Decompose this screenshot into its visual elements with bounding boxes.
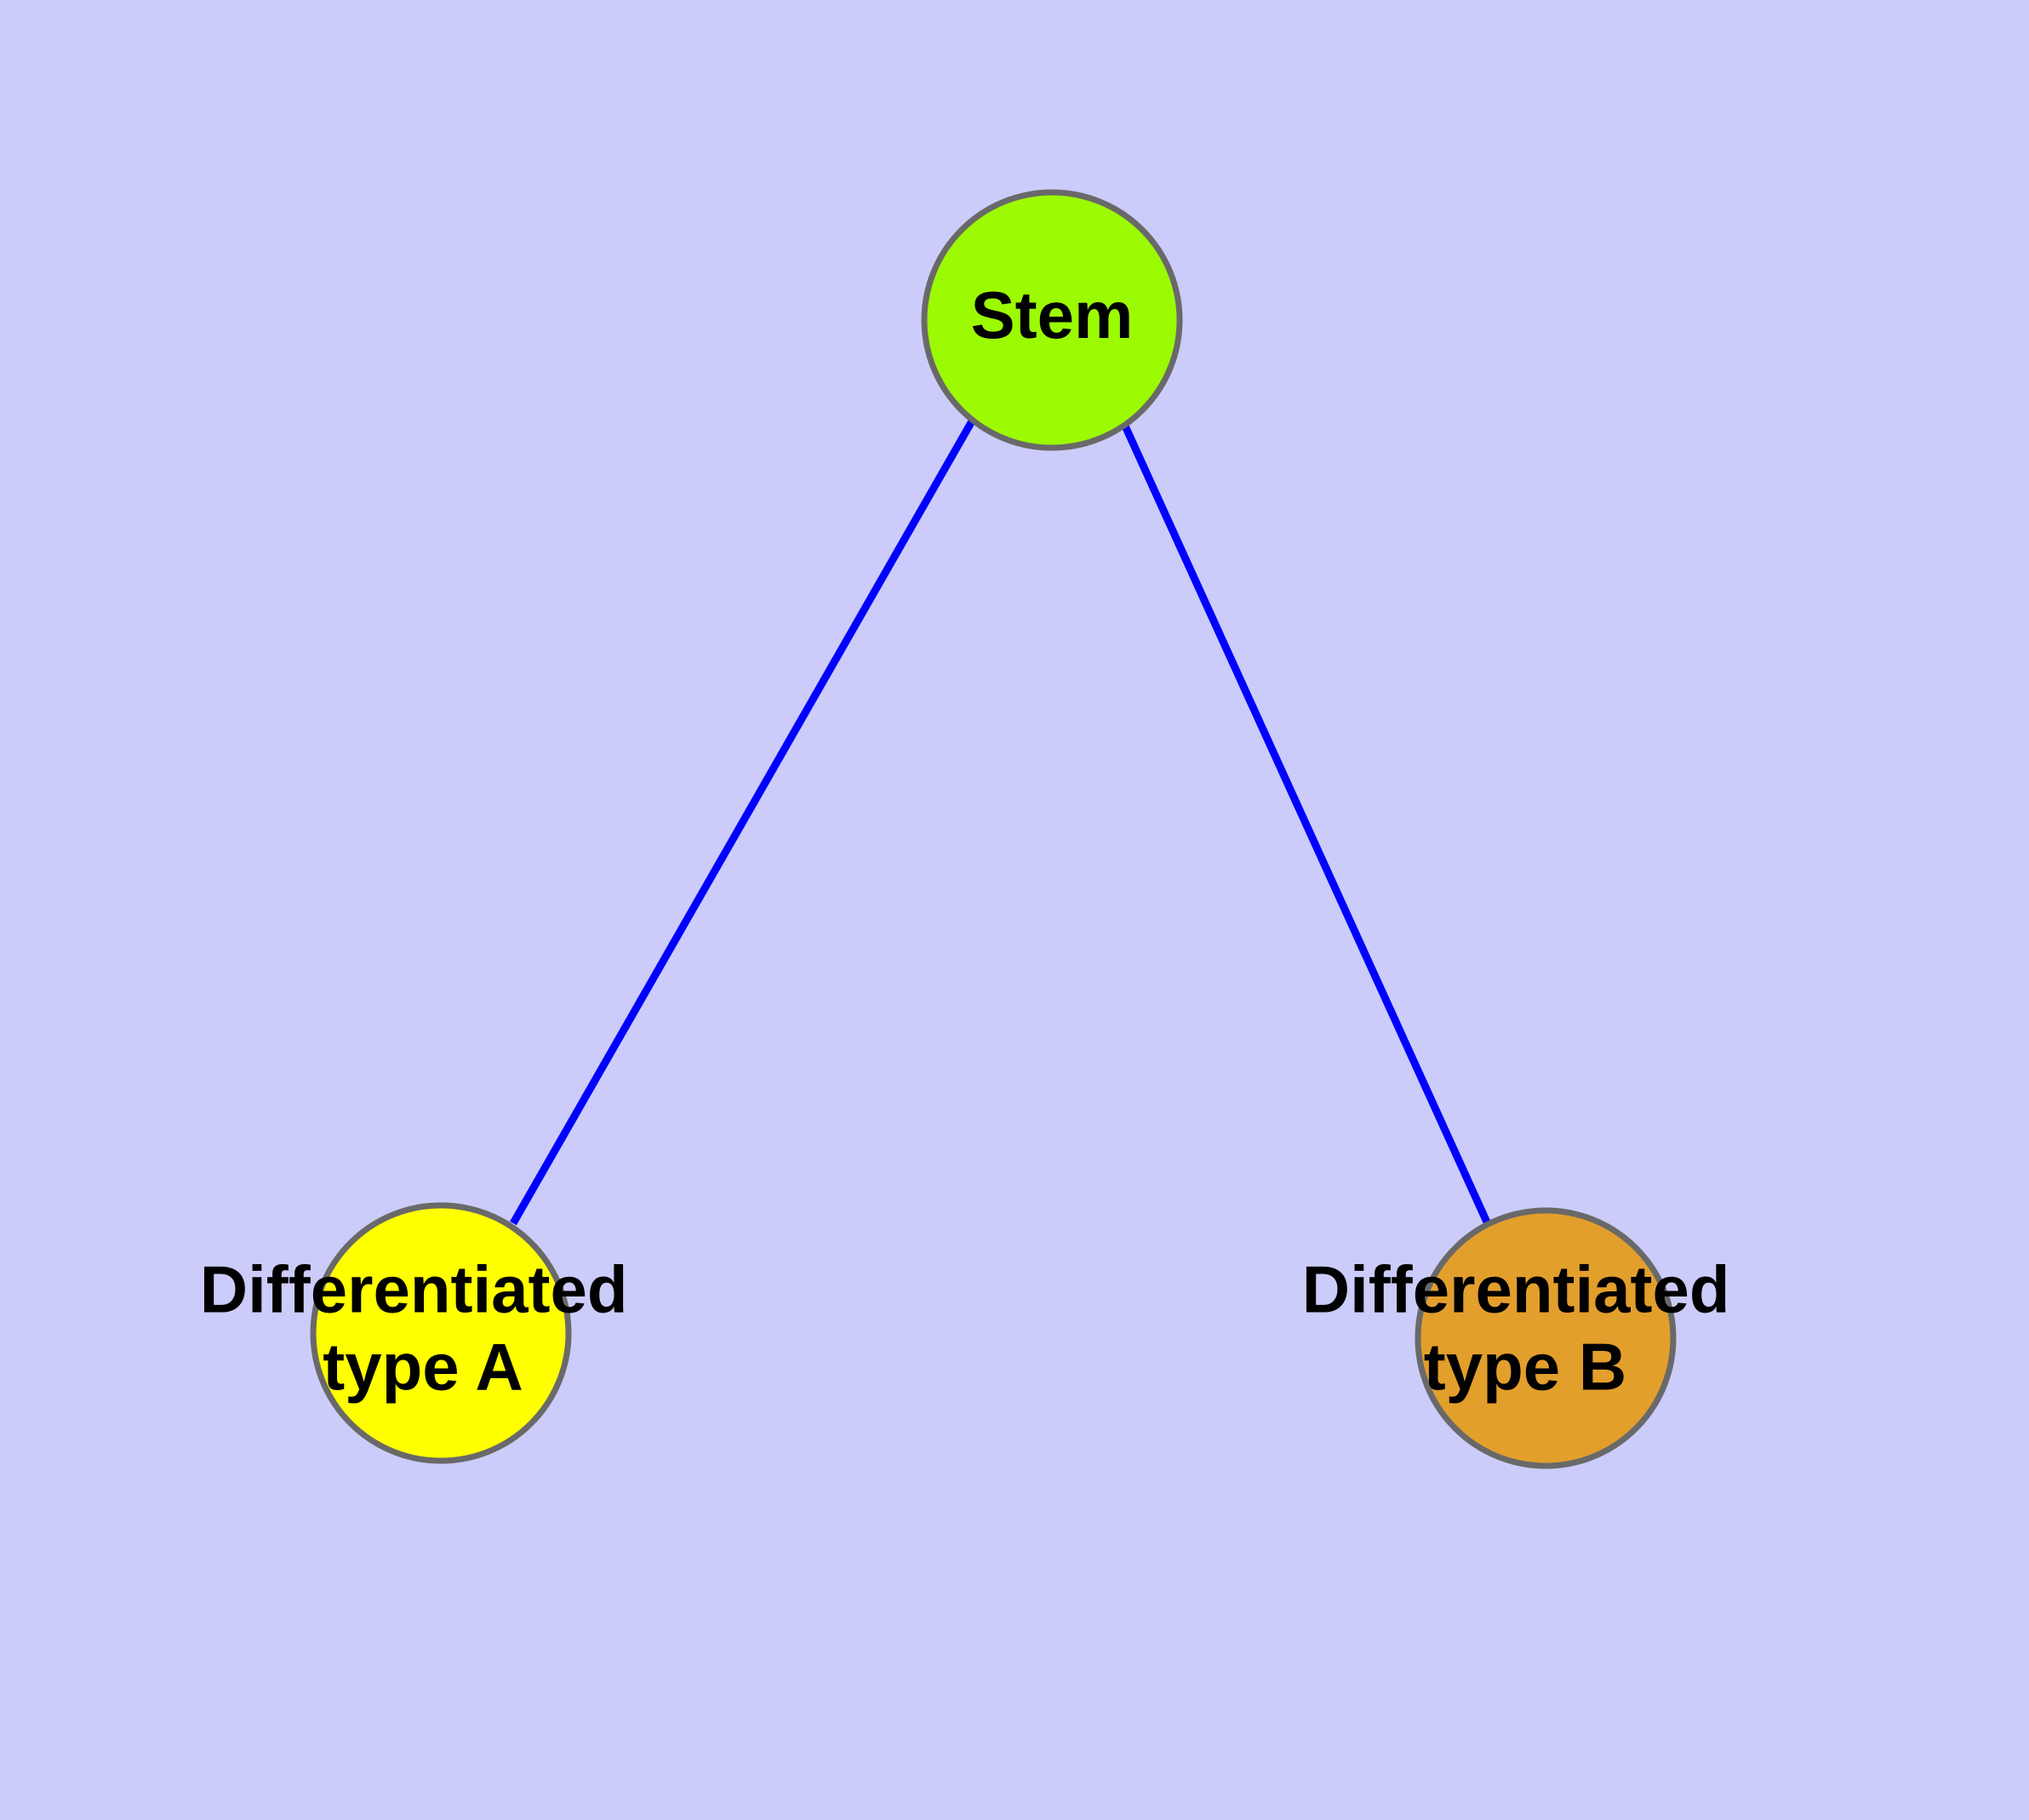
node-diff-a-label-line-0: Differentiated [200,1251,628,1326]
node-layer: Stem Differentiated type A Differentiate… [200,189,1748,1469]
node-diff-a-circle[interactable] [310,1202,572,1464]
node-stem-label: Stem [971,278,1134,352]
edge-layer [510,417,1493,1228]
node-stem-label-line-0: Stem [971,278,1134,352]
node-diff-b[interactable]: Differentiated type B [1302,1207,1748,1469]
node-diff-b-label-line-1: type B [1424,1329,1626,1404]
node-diff-a-label-line-1: type A [323,1329,523,1404]
node-diff-a[interactable]: Differentiated type A [200,1202,646,1464]
node-stem-circle[interactable] [921,189,1183,451]
node-diff-b-label: Differentiated type B [1302,1251,1748,1404]
edge-stem-to-diff-a[interactable] [510,417,976,1226]
node-stem[interactable]: Stem [921,189,1183,451]
node-diff-b-circle[interactable] [1415,1207,1677,1469]
node-diff-b-label-line-0: Differentiated [1302,1251,1730,1326]
edge-stem-to-diff-b[interactable] [1119,421,1493,1228]
node-diff-a-label: Differentiated type A [200,1251,646,1404]
